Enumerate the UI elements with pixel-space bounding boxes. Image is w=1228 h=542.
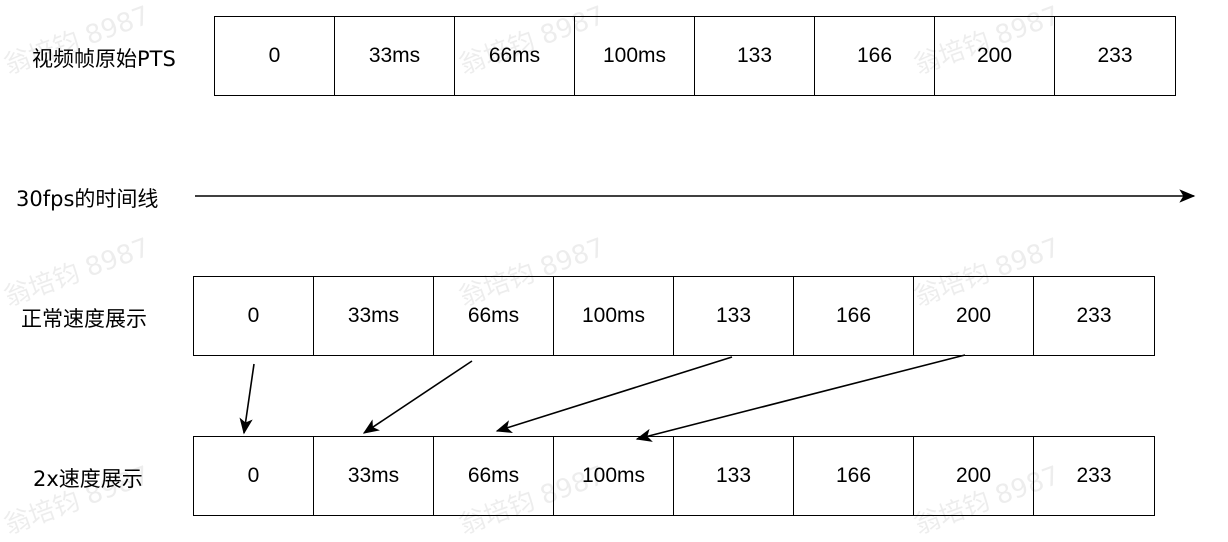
original-pts-label: 视频帧原始PTS [32, 47, 176, 71]
frame-cell: 166 [794, 277, 914, 355]
frame-cell: 100ms [554, 277, 674, 355]
frame-cell: 233 [1076, 464, 1112, 487]
frame-cell: 66ms [455, 17, 575, 95]
frame-cell: 166 [815, 17, 935, 95]
frame-cell: 33ms [335, 17, 455, 95]
normal-speed-row: 0 33ms 66ms 100ms 133 166 200 233 [193, 276, 1155, 356]
frame-mapping-arrow [239, 363, 255, 435]
frame-cell: 200 [935, 17, 1055, 95]
double-speed-row: 0 33ms 66ms 100ms 133 166 200 233 [193, 436, 1155, 516]
timeline-label: 30fps的时间线 [16, 187, 159, 211]
frame-cell: 166 [794, 437, 914, 515]
frame-cell: 66ms [434, 437, 554, 515]
frame-cell: 233 [1076, 304, 1112, 327]
frame-mapping-arrow [635, 354, 966, 442]
frame-cell: 133 [674, 277, 794, 355]
frame-mapping-arrow [362, 360, 473, 434]
frame-cell: 133 [674, 437, 794, 515]
frame-mapping-arrow [495, 356, 733, 433]
frame-cell: 133 [695, 17, 815, 95]
frame-cell: 33ms [314, 437, 434, 515]
original-pts-row: 0 33ms 66ms 100ms 133 166 200 233 [214, 16, 1176, 96]
frame-cell: 100ms [554, 437, 674, 515]
normal-speed-label: 正常速度展示 [21, 307, 147, 331]
frame-cell: 0 [215, 17, 335, 95]
frame-cell: 200 [914, 277, 1034, 355]
frame-cell: 66ms [434, 277, 554, 355]
frame-cell: 200 [914, 437, 1034, 515]
frame-cell: 100ms [575, 17, 695, 95]
frame-cell: 0 [194, 437, 314, 515]
frame-cell: 0 [194, 277, 314, 355]
frame-cell: 233 [1097, 44, 1133, 67]
frame-cell: 33ms [314, 277, 434, 355]
double-speed-label: 2x速度展示 [33, 467, 143, 491]
